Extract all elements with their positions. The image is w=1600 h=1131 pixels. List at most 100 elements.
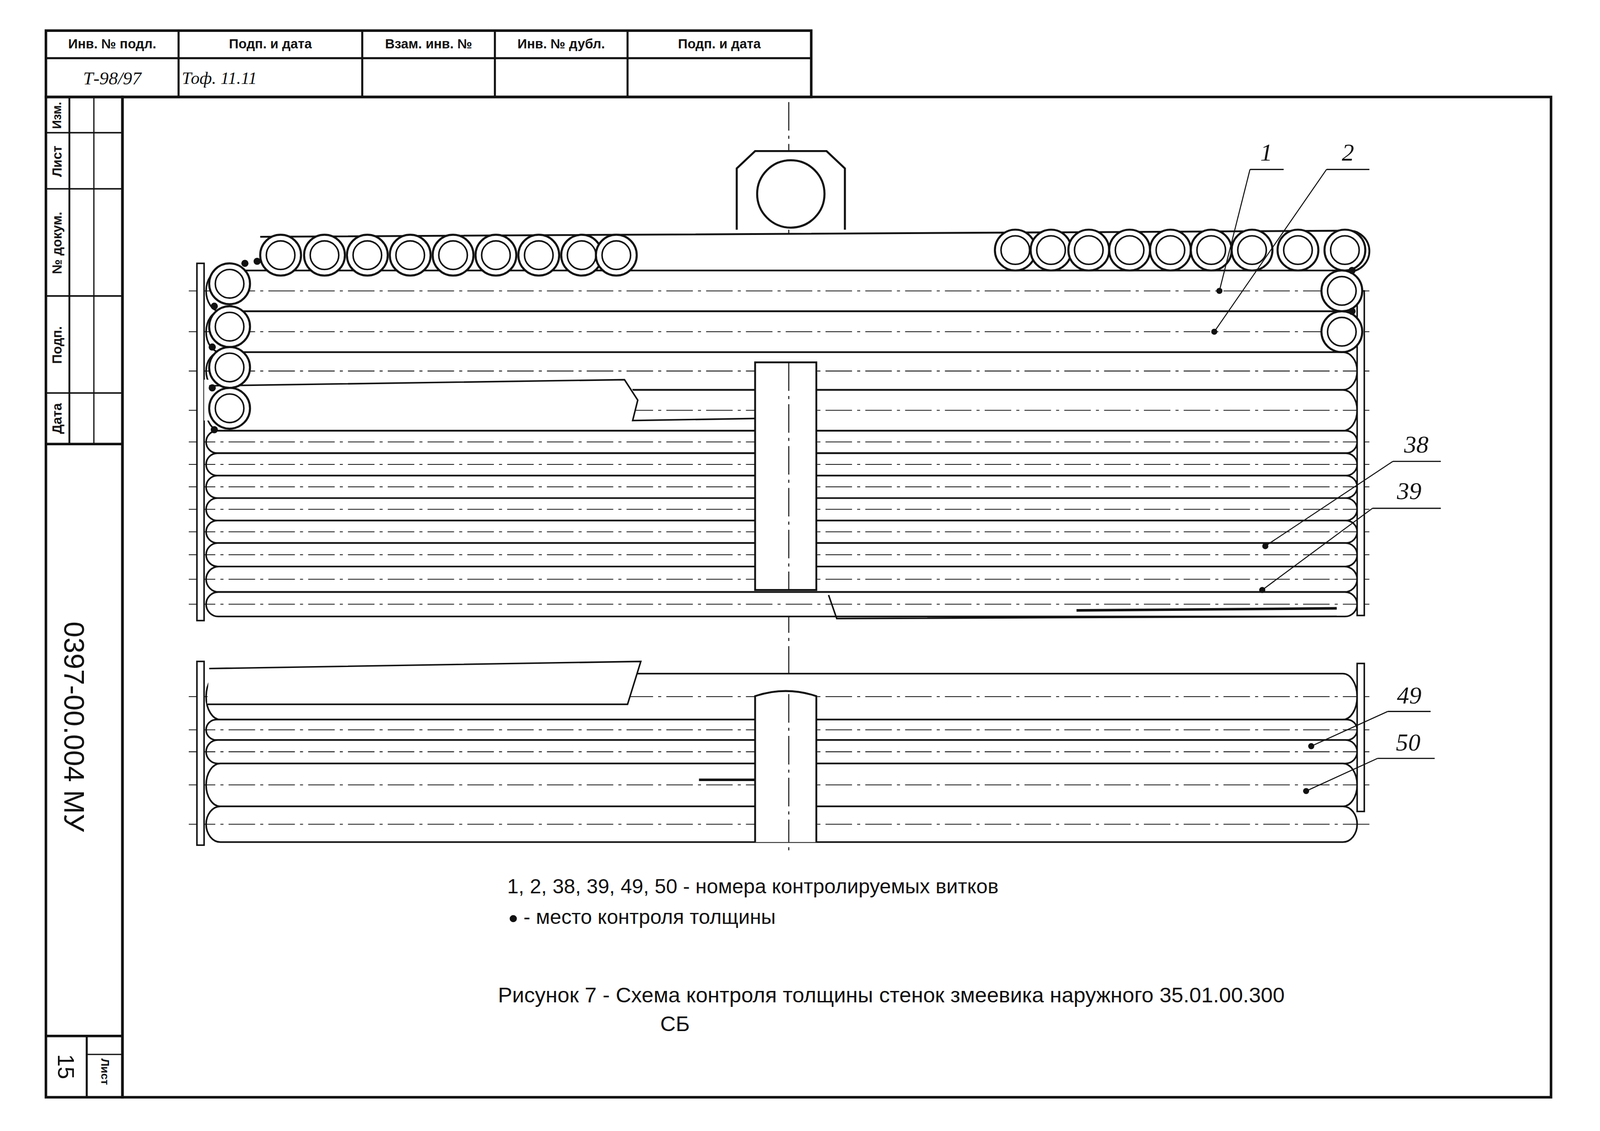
stamp-rule <box>46 392 123 394</box>
tube-bore <box>1115 235 1144 265</box>
tube-section <box>1109 229 1150 271</box>
stamp-heading: Инв. № дубл. <box>517 37 606 53</box>
callout-underline <box>1392 460 1441 463</box>
stamp-heading: Дата <box>50 403 66 434</box>
tube-bore <box>1327 317 1357 347</box>
tube-bore <box>1001 235 1030 265</box>
legend-text: - место контроля толщины <box>523 904 776 928</box>
leader-line <box>1306 758 1378 791</box>
stamp-rule <box>177 30 180 97</box>
lifting-lug <box>736 150 845 230</box>
lug-hole <box>757 160 825 228</box>
control-point <box>1262 542 1268 549</box>
tube-bore <box>1330 235 1360 265</box>
callout-number: 1 <box>1258 139 1275 168</box>
tube-section <box>304 234 345 276</box>
turn-axis <box>188 290 1373 292</box>
tube-bore <box>481 240 511 270</box>
stamp-rule <box>86 1053 123 1055</box>
tube-section <box>1324 229 1366 271</box>
control-point <box>1308 742 1315 749</box>
callout-number: 39 <box>1394 477 1424 506</box>
tube-section <box>389 234 431 276</box>
tube-section <box>994 229 1036 271</box>
break-line <box>828 594 1337 619</box>
break-line <box>699 778 756 781</box>
control-point <box>1348 266 1356 275</box>
control-point <box>1259 586 1266 593</box>
stamp-heading: Подп. <box>50 326 66 364</box>
control-point <box>509 914 518 922</box>
center-axis <box>788 693 790 842</box>
callout-number: 50 <box>1393 728 1423 758</box>
tube-section <box>1231 229 1273 271</box>
tube-section <box>1190 229 1232 271</box>
stamp-heading: Лист <box>50 145 66 177</box>
stamp-rule <box>46 131 123 134</box>
tube-section <box>209 263 250 304</box>
tube-bore <box>1036 235 1066 265</box>
center-clamp <box>755 362 817 590</box>
stamp-rule <box>46 187 123 190</box>
side-plate <box>197 263 205 621</box>
tube-section <box>518 234 560 276</box>
tube-bore <box>524 240 554 270</box>
control-point <box>210 425 219 434</box>
top-stamp <box>46 30 812 97</box>
tube-bore <box>1283 235 1313 265</box>
stamp-rule <box>46 442 123 446</box>
leader-line <box>1265 461 1393 546</box>
tube-section <box>1068 229 1109 271</box>
stamp-rule <box>46 295 123 297</box>
break-line <box>207 661 641 705</box>
stamp-heading: Инв. № подл. <box>68 37 157 53</box>
stamp-heading: Подп. и дата <box>678 37 761 53</box>
stamp-heading: Лист <box>98 1058 112 1085</box>
control-point <box>210 302 219 310</box>
tube-bore <box>1156 235 1185 265</box>
tube-section <box>1149 229 1191 271</box>
callout-underline <box>1372 507 1441 510</box>
break-line <box>209 379 756 421</box>
tube-bore <box>215 394 245 423</box>
signature-date: Тоф. 11.11 <box>181 68 258 89</box>
tube-section <box>347 234 388 276</box>
tube-section <box>1321 270 1362 312</box>
legend-item: - место контроля толщины <box>507 904 776 929</box>
leader-line <box>1262 508 1373 590</box>
tube-section <box>259 234 301 276</box>
legend-note: 1, 2, 38, 39, 49, 50 - номера контролиру… <box>507 874 999 898</box>
tube-bore <box>395 240 425 270</box>
stamp-heading: Взам. инв. № <box>384 37 473 53</box>
callout-underline <box>1387 710 1431 712</box>
inventory-number: Т-98/97 <box>83 67 142 89</box>
break-patch <box>203 379 638 421</box>
stamp-rule <box>68 97 71 445</box>
tube-bore <box>215 312 245 342</box>
stamp-rule <box>46 57 812 59</box>
tube-section <box>475 234 517 276</box>
tube-section <box>1321 311 1362 352</box>
side-plate <box>197 661 205 846</box>
stamp-heading: Изм. <box>51 101 66 129</box>
figure-caption: Рисунок 7 - Схема контроля толщины стено… <box>498 980 1294 1039</box>
control-point <box>208 343 217 351</box>
stamp-rule <box>85 1035 88 1097</box>
stamp-rule <box>361 30 364 97</box>
stamp-rule <box>626 30 629 97</box>
control-point <box>241 259 249 267</box>
callout-underline <box>1250 168 1284 171</box>
leader-line <box>1214 169 1327 332</box>
tube-section <box>1277 229 1319 271</box>
break-line <box>1076 607 1337 610</box>
side-stamp <box>46 97 123 1097</box>
tube-bore <box>215 269 245 299</box>
tube-bore <box>438 240 468 270</box>
stamp-rule <box>493 30 496 97</box>
stamp-rule <box>46 1034 123 1038</box>
control-point <box>1348 307 1356 316</box>
tube-bore <box>602 240 631 270</box>
sheet-frame <box>122 97 1551 1097</box>
tube-bore <box>215 353 245 382</box>
